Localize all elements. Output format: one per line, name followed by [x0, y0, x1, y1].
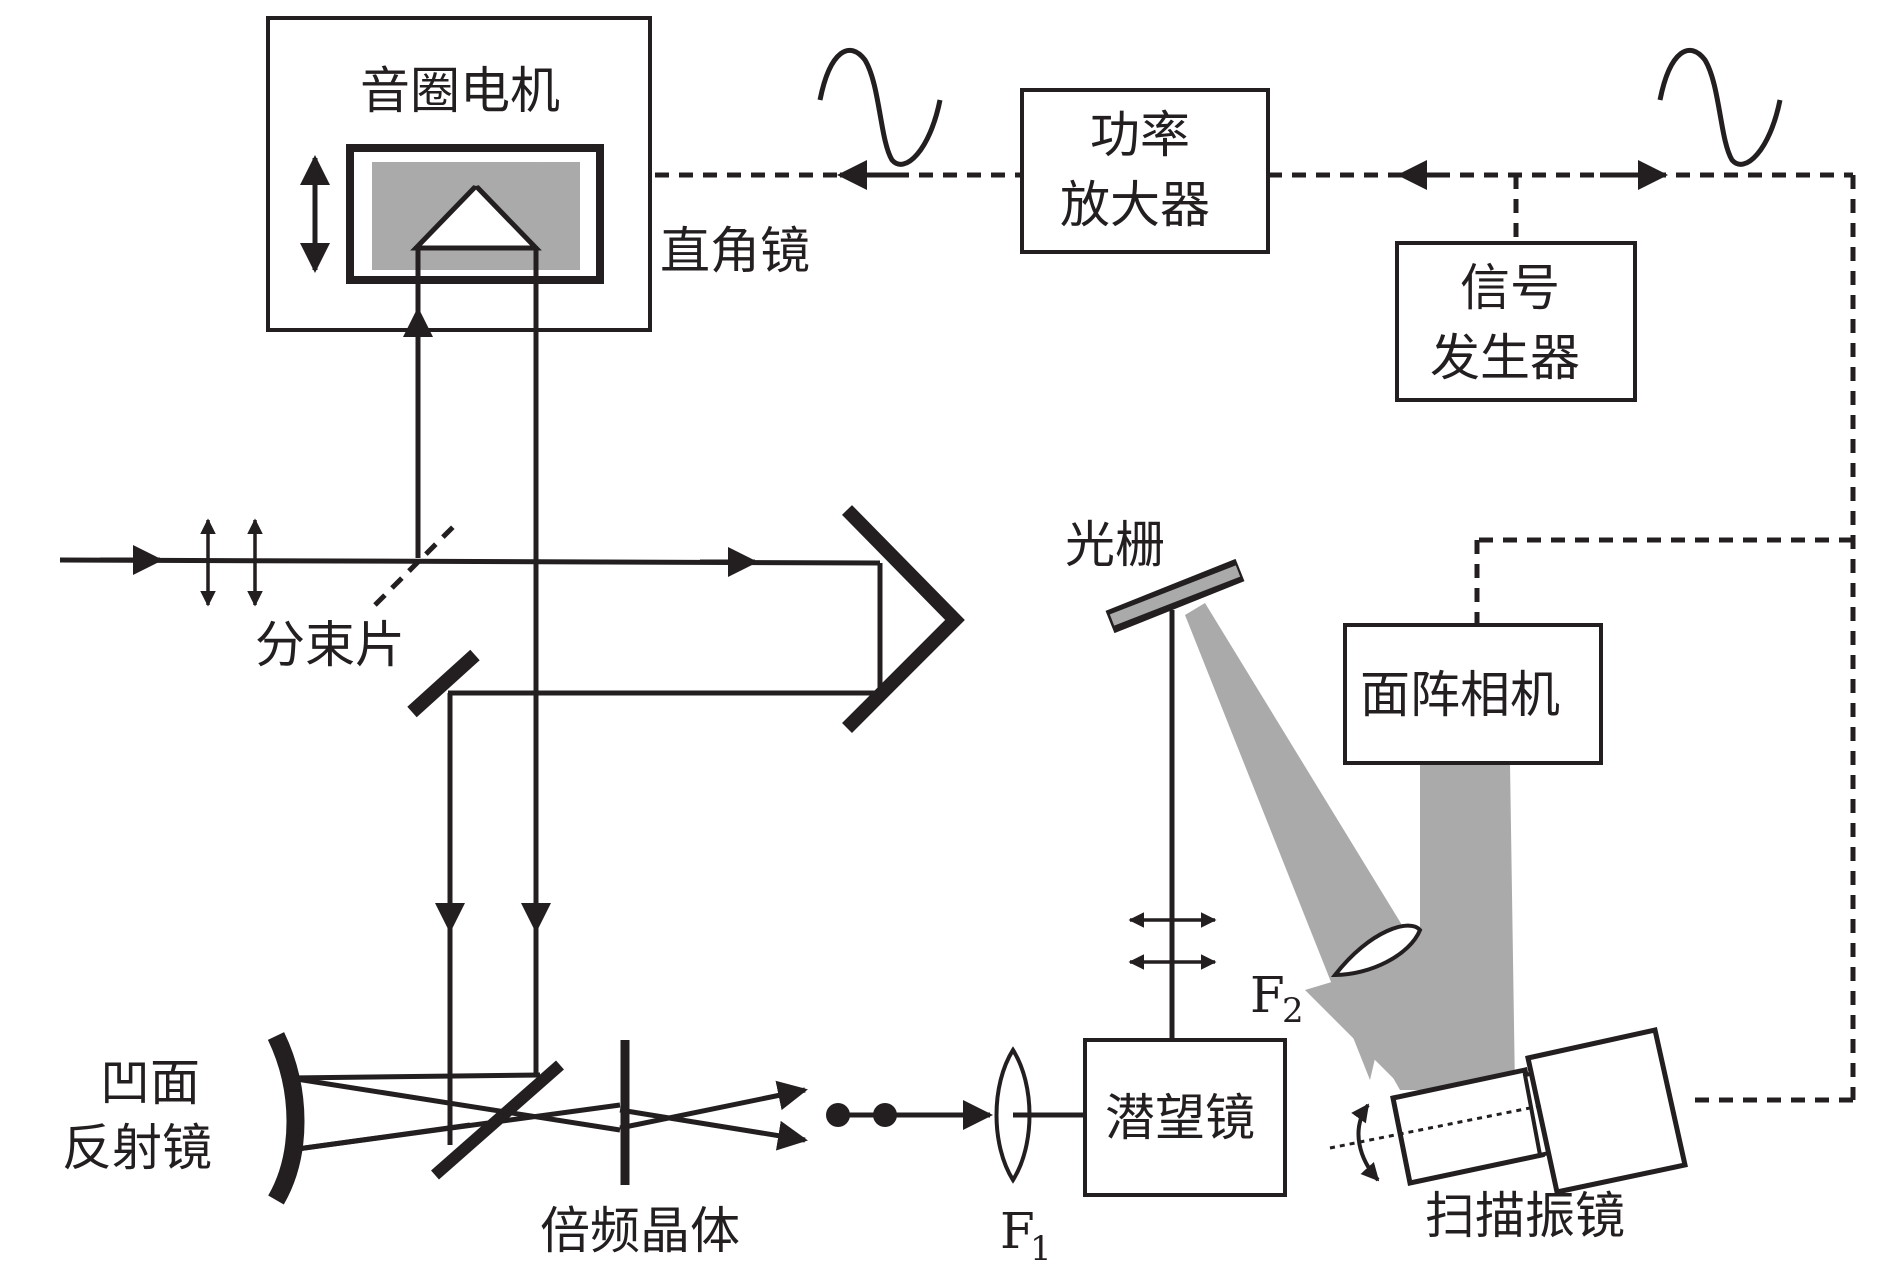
scanning-galvo: 扫描振镜 [1329, 1027, 1688, 1245]
power-amplifier: 功率 放大器 [1020, 88, 1270, 254]
concave-mirror-label-line1: 凹面 [100, 1054, 200, 1112]
signal-generator-label-line1: 信号 [1460, 259, 1560, 317]
concave-mirror: 凹面 反射镜 [62, 1032, 305, 1205]
signal-generator-label-line2: 发生器 [1430, 329, 1580, 387]
area-camera: 面阵相机 [1343, 623, 1603, 765]
fold-mirror [407, 649, 480, 718]
lens-f2-subscript: 2 [1282, 991, 1304, 1031]
voice-coil-motor-label: 音圈电机 [360, 62, 560, 120]
concave-mirror-label-line2: 反射镜 [62, 1119, 212, 1177]
grating-label: 光栅 [1065, 516, 1165, 574]
scanning-galvo-label: 扫描振镜 [1425, 1187, 1625, 1245]
periscope-label: 潜望镜 [1105, 1089, 1255, 1147]
lens-f1-subscript: 1 [1030, 1229, 1052, 1269]
doubling-crystal-label: 倍频晶体 [540, 1202, 740, 1260]
roof-mirror [842, 505, 965, 733]
lens-f2: F 2 [1250, 923, 1423, 1031]
periscope: 潜望镜 [1083, 1038, 1287, 1197]
sine-wave-icon [1657, 47, 1783, 167]
lens-f2-label: F [1250, 966, 1285, 1024]
power-amplifier-label-line1: 功率 [1090, 106, 1190, 164]
input-beam [59, 518, 881, 607]
sine-wave-icon [817, 47, 943, 167]
lens-f1-label: F [1000, 1202, 1035, 1260]
lens-f1: F 1 [994, 1046, 1052, 1269]
rotation-arrow [1351, 1103, 1380, 1182]
area-camera-label: 面阵相机 [1360, 666, 1560, 724]
voice-coil-motor: 音圈电机 [266, 16, 652, 332]
beam-splitter-label: 分束片 [255, 616, 405, 674]
grating: 光栅 [1065, 516, 1245, 634]
power-amplifier-label-line2: 放大器 [1060, 176, 1210, 234]
corner-cube-label: 直角镜 [660, 222, 810, 280]
beam-splitter [373, 523, 457, 607]
signal-lines [655, 160, 1856, 1103]
signal-generator: 信号 发生器 [1395, 241, 1637, 402]
